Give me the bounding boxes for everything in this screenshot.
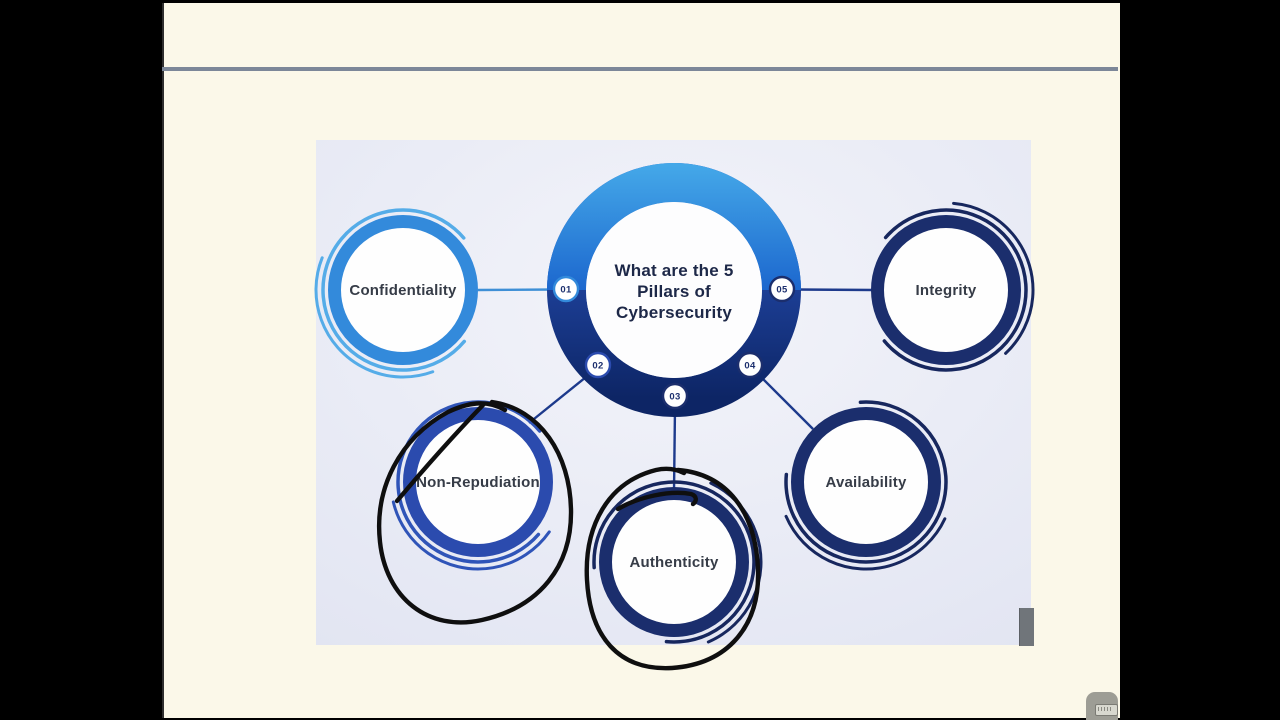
node-label: Confidentiality [349, 282, 457, 299]
diagram-title-line3: Cybersecurity [616, 303, 732, 322]
badge-ring [736, 351, 764, 379]
node-integrity: Integrity [857, 201, 1035, 379]
pen-circle-non-repudiation [376, 399, 574, 625]
badge-number: 04 [744, 361, 756, 372]
badge-03: 03 [661, 382, 689, 410]
node-ring [871, 215, 1021, 365]
node-label: Non-Repudiation [416, 474, 540, 491]
node-outer-arc2 [389, 393, 567, 571]
badge-number: 03 [669, 392, 680, 403]
badge-04: 04 [736, 351, 764, 379]
center-ring-top [547, 163, 801, 290]
connector-availability [756, 372, 814, 430]
node-outer-arc [784, 400, 948, 564]
connector-authenticity [672, 406, 677, 493]
node-ring [328, 215, 478, 365]
connector-lines [477, 288, 875, 493]
node-outer-arc [864, 208, 1028, 372]
badge-ring [552, 275, 580, 303]
node-outer-arc2 [857, 201, 1035, 379]
diagram-title-line2: Pillars of [637, 282, 711, 301]
node-outer-arc2 [777, 393, 955, 571]
connector-non-repudiation [528, 372, 592, 424]
slide-divider [162, 67, 1118, 71]
badge-05: 05 [768, 275, 796, 303]
diagram-title-line1: What are the 5 [615, 261, 734, 280]
node-outer-arc [592, 480, 756, 644]
badge-ring [584, 351, 612, 379]
center-inner-circle [586, 202, 762, 378]
badge-number: 01 [560, 285, 572, 296]
connector-integrity [793, 288, 875, 292]
node-outer-arc [396, 400, 560, 564]
keyboard-icon [1095, 704, 1118, 716]
number-badges: 01 02 03 04 05 [552, 275, 796, 410]
badge-number: 05 [776, 285, 788, 296]
badge-01: 01 [552, 275, 580, 303]
badge-ring [661, 382, 689, 410]
badge-number: 02 [592, 361, 603, 372]
node-outer-arc2 [314, 201, 492, 379]
node-outer-arc [321, 208, 485, 372]
pen-circle-authenticity [584, 466, 761, 671]
connector-confidentiality [477, 288, 557, 292]
node-ring [791, 407, 941, 557]
pen-hook-authenticity [615, 490, 698, 512]
node-confidentiality: Confidentiality [314, 201, 492, 379]
pen-annotations [376, 399, 761, 671]
node-label: Availability [825, 474, 906, 491]
node-outer-arc2 [585, 473, 763, 651]
keyboard-button[interactable] [1086, 692, 1118, 720]
badge-02: 02 [584, 351, 612, 379]
node-label: Integrity [916, 282, 977, 299]
scrollbar-thumb[interactable] [1019, 608, 1034, 646]
node-availability: Availability [777, 393, 955, 571]
node-label: Authenticity [629, 554, 719, 571]
pen-tail-non-repudiation [394, 402, 486, 504]
badge-ring [768, 275, 796, 303]
cybersecurity-pillars-diagram: Confidentiality Integrity Non-Repudiatio… [314, 140, 1035, 671]
node-authenticity: Authenticity [585, 473, 763, 651]
